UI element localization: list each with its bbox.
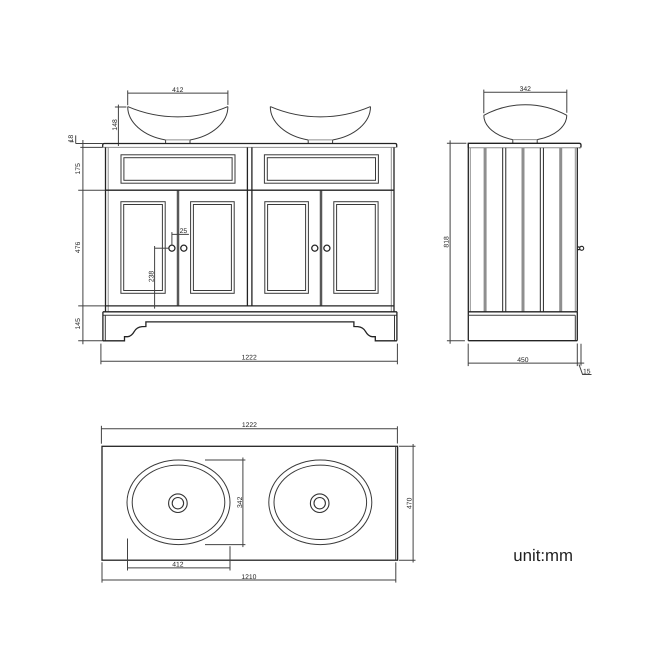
svg-text:175: 175: [75, 163, 82, 175]
svg-text:145: 145: [75, 318, 82, 330]
svg-text:1210: 1210: [241, 574, 256, 581]
svg-text:18: 18: [68, 135, 75, 143]
svg-text:unit:mm: unit:mm: [513, 546, 573, 565]
svg-text:412: 412: [172, 562, 184, 569]
svg-text:15: 15: [583, 368, 591, 375]
svg-text:470: 470: [407, 497, 414, 509]
svg-text:238: 238: [149, 271, 156, 283]
svg-text:450: 450: [517, 357, 529, 364]
svg-text:342: 342: [520, 86, 532, 93]
svg-text:1222: 1222: [242, 355, 257, 362]
svg-text:1222: 1222: [242, 422, 257, 429]
svg-text:342: 342: [237, 496, 244, 508]
svg-text:818: 818: [444, 236, 451, 248]
svg-text:148: 148: [112, 119, 119, 131]
svg-text:25: 25: [180, 228, 188, 235]
svg-text:476: 476: [75, 242, 82, 254]
svg-text:412: 412: [172, 87, 184, 94]
